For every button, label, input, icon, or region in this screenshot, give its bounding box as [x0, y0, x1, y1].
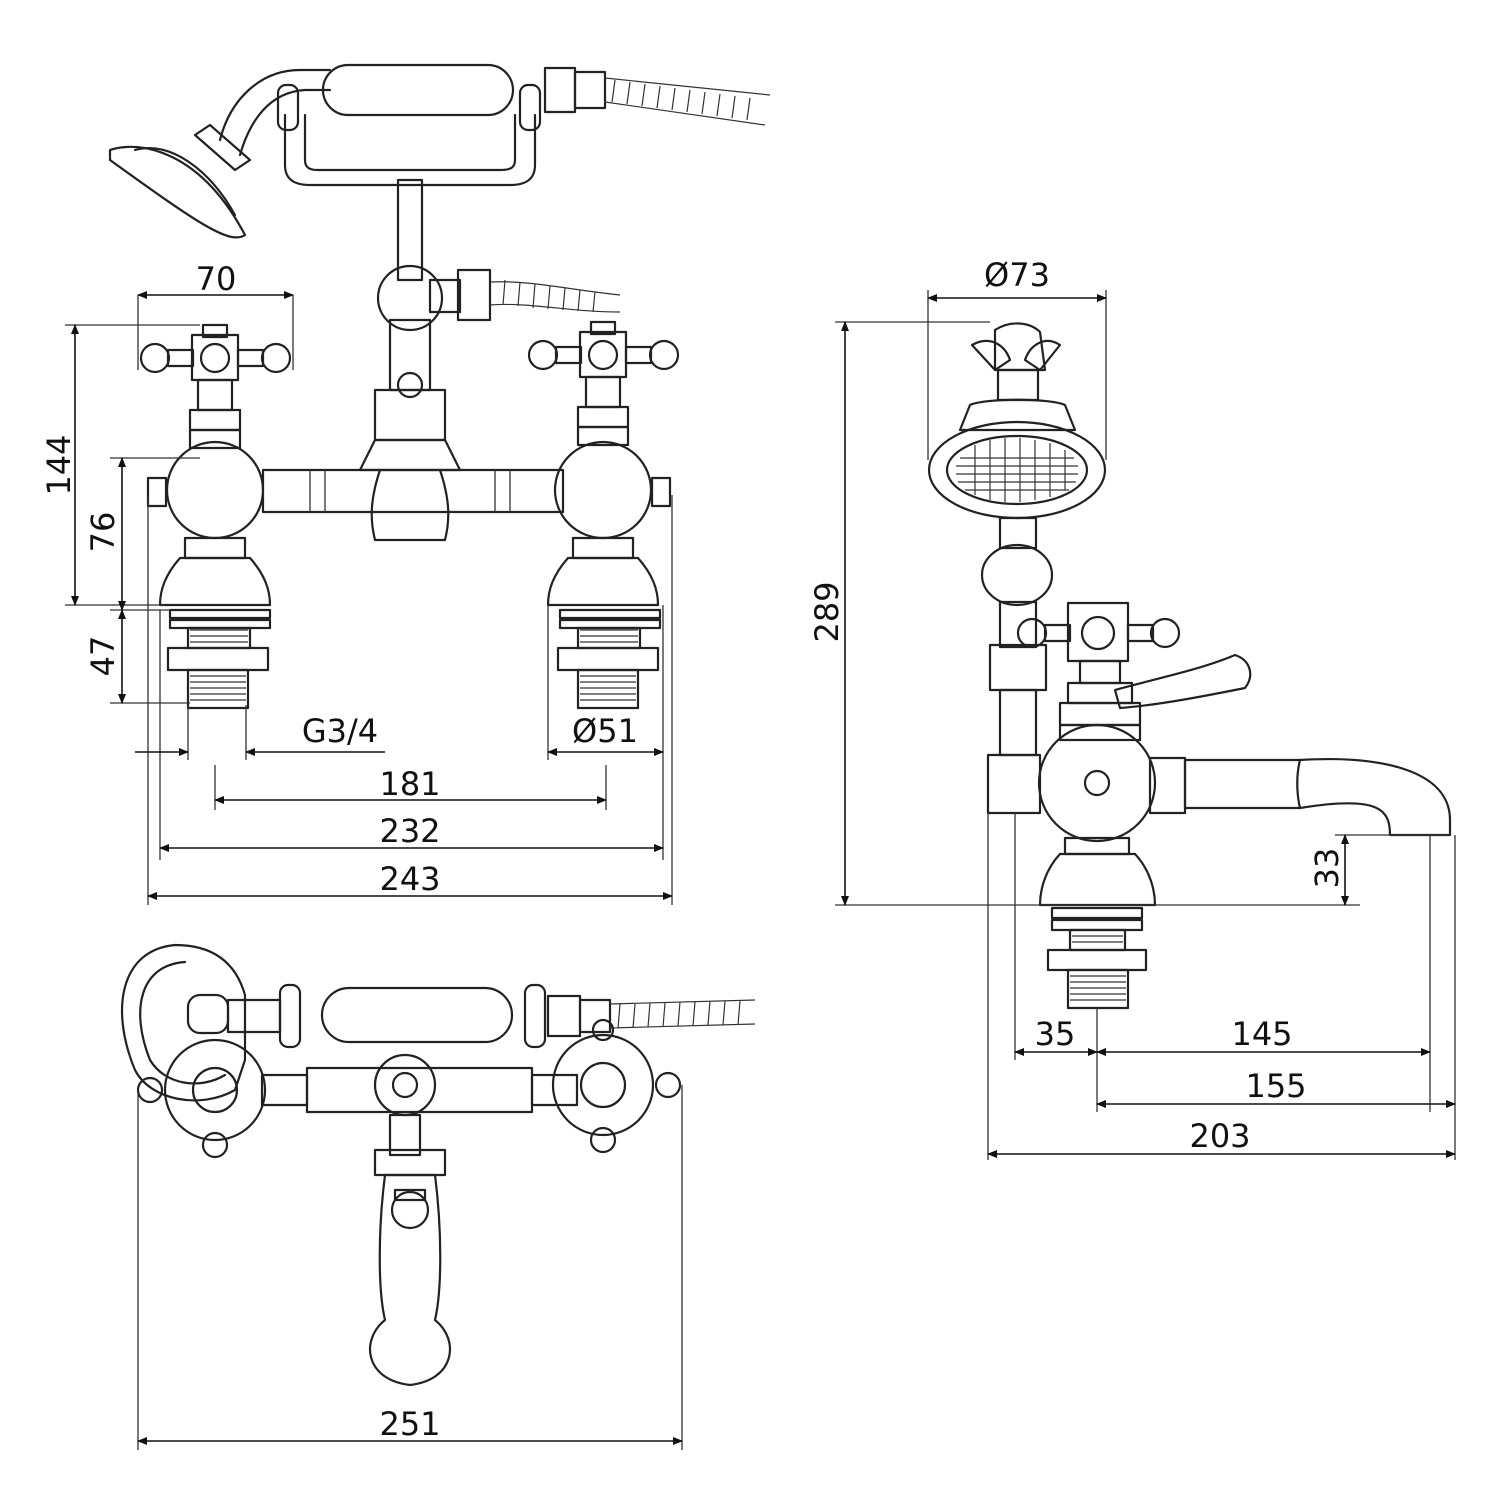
- dim-label-centers: 181: [379, 765, 440, 803]
- top-view: 251: [120, 943, 756, 1450]
- side-extension-lines: [835, 290, 1456, 1160]
- side-view: Ø73 289 33 35 145 155 203: [808, 256, 1456, 1160]
- dim-label-spout-reach: 145: [1231, 1015, 1292, 1053]
- top-extension-lines: [137, 1085, 683, 1450]
- dim-label-thread: G3/4: [302, 712, 378, 750]
- dim-label-base-diameter: Ø51: [572, 712, 638, 750]
- dim-label-side-height: 289: [808, 581, 846, 642]
- dim-label-rear-offset: 35: [1035, 1015, 1076, 1053]
- front-extension-lines: [65, 295, 673, 905]
- top-spout: [369, 1113, 451, 1387]
- front-shanks: [166, 608, 662, 710]
- front-dimension-lines: [71, 291, 673, 900]
- front-left-valve: [139, 323, 292, 607]
- front-handset: [108, 63, 771, 239]
- dim-label-body-height: 76: [84, 512, 122, 553]
- side-shower-head: [927, 322, 1107, 520]
- side-valve-and-lever: [1016, 601, 1252, 742]
- dim-label-base-outer: 232: [379, 812, 440, 850]
- dim-label-reach-to-axis: 155: [1245, 1067, 1306, 1105]
- dim-label-total-height: 144: [40, 434, 78, 495]
- top-handset: [120, 943, 756, 1102]
- top-valves: [136, 1018, 682, 1159]
- front-riser: [373, 178, 621, 442]
- front-right-valve: [527, 320, 680, 607]
- dim-label-head-diameter: Ø73: [984, 256, 1050, 294]
- side-riser: [980, 516, 1054, 757]
- dim-label-overall-depth: 203: [1189, 1117, 1250, 1155]
- side-dimension-lines: [841, 294, 1456, 1158]
- dim-label-spout-height: 33: [1308, 848, 1346, 889]
- front-view: 70 144 76 47 G3/4 Ø51 181 232 243: [40, 63, 771, 905]
- dim-label-overall-width: 243: [379, 860, 440, 898]
- dim-label-top-overall-width: 251: [379, 1405, 440, 1443]
- dim-label-shank-height: 47: [84, 636, 122, 677]
- front-bridge: [146, 438, 672, 542]
- side-body-and-spout: [986, 723, 1452, 1010]
- dim-label-handle-width: 70: [196, 260, 237, 298]
